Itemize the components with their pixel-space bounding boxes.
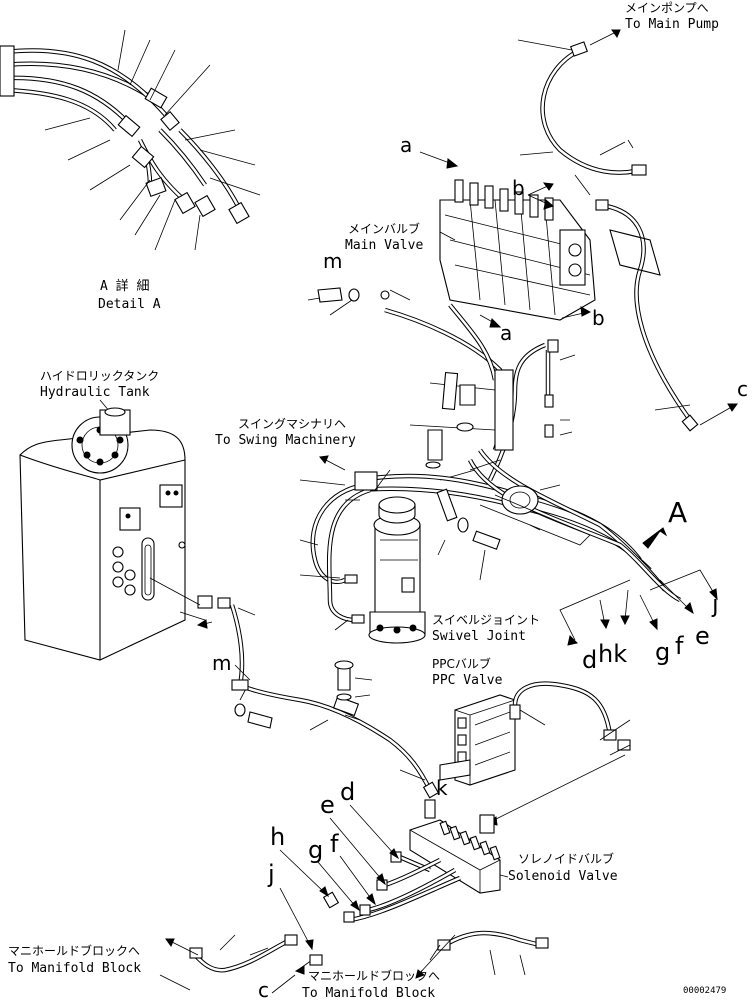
main-pump-hose: メインポンプへ To Main Pump (517, 1, 719, 176)
callout-a-top: a (400, 133, 412, 157)
main-valve: メインバルブ Main Valve (345, 179, 596, 321)
callout-m-top: m (323, 249, 342, 273)
solenoid-valve-jp-label: ソレノイドバルブ (518, 851, 614, 866)
swivel-joint-en-label: Swivel Joint (432, 629, 526, 644)
manifold-hoses: マニホールドブロックへ To Manifold Block c マニホールドブロ… (8, 930, 549, 1002)
solenoid-valve: ソレノイドバルブ Solenoid Valve (322, 799, 618, 923)
ppc-valve: PPCバルブ PPC Valve k (432, 656, 631, 826)
callout-f-right: f (675, 632, 684, 660)
callout-big-a: A (668, 496, 687, 529)
callout-c-right: c (737, 377, 748, 401)
manifold-block-2-en-label: To Manifold Block (302, 986, 435, 1001)
callout-j-right: j (711, 590, 719, 618)
tank-return-hose: m (149, 577, 440, 799)
callout-c-bottom: c (258, 978, 269, 1002)
swivel-joint-jp-label: スイベルジョイント (432, 613, 540, 627)
bolt-m-top: m (307, 249, 411, 316)
callout-j-bottom: j (267, 860, 275, 888)
solenoid-valve-en-label: Solenoid Valve (508, 869, 618, 884)
callout-g-bottom: g (308, 836, 323, 864)
detail-a-illustration: A 詳 細 Detail A (0, 29, 261, 312)
drawing-number: 00002479 (683, 986, 726, 996)
manifold-block-1-jp-label: マニホールドブロックへ (8, 943, 140, 958)
main-pump-jp-label: メインポンプへ (625, 1, 709, 15)
callout-hk-right: hk (598, 640, 627, 668)
swivel-joint: スイベルジョイント Swivel Joint (299, 469, 540, 644)
callout-e-right: e (695, 622, 710, 650)
callout-d-right: d (582, 646, 597, 674)
callout-a-mid: a (500, 321, 512, 345)
detail-a-pointer: A (642, 496, 687, 549)
callouts-bottom: e d h g f j (267, 778, 400, 951)
detail-a-en-label: Detail A (98, 297, 161, 312)
callout-h-bottom: h (270, 823, 285, 851)
callout-g-right: g (655, 638, 670, 666)
callout-e-bottom: e (320, 791, 335, 819)
swing-machinery-label: スイングマシナリヘ To Swing Machinery (215, 417, 356, 471)
ppc-valve-en-label: PPC Valve (432, 673, 503, 688)
ppc-valve-jp-label: PPCバルブ (432, 656, 491, 671)
callout-b-mid: b (592, 306, 605, 330)
hydraulic-tank: ハイドロリックタンク Hydraulic Tank (19, 369, 186, 661)
main-pump-en-label: To Main Pump (625, 17, 719, 32)
hydraulic-tank-en-label: Hydraulic Tank (40, 385, 150, 400)
callouts-main-valve: a b a b (400, 133, 605, 345)
main-valve-jp-label: メインバルブ (348, 221, 420, 236)
callout-b-top: b (512, 176, 525, 200)
callout-k-ppc: k (436, 776, 448, 800)
right-hose-c: c (595, 199, 748, 432)
callout-m-left: m (212, 651, 231, 675)
callouts-right-fan: d hk g f e j (559, 569, 719, 674)
swing-machinery-jp-label: スイングマシナリヘ (238, 417, 346, 431)
manifold-block-2-jp-label: マニホールドブロックへ (308, 968, 440, 983)
central-hose-bundle (359, 303, 682, 603)
callout-f-bottom: f (330, 830, 339, 858)
hydraulic-tank-jp-label: ハイドロリックタンク (40, 369, 159, 383)
callout-d-bottom: d (340, 778, 355, 806)
main-valve-en-label: Main Valve (345, 238, 423, 253)
detail-a-jp-label: A 詳 細 (100, 278, 149, 294)
swing-machinery-en-label: To Swing Machinery (215, 433, 356, 448)
manifold-block-1-en-label: To Manifold Block (8, 961, 141, 976)
